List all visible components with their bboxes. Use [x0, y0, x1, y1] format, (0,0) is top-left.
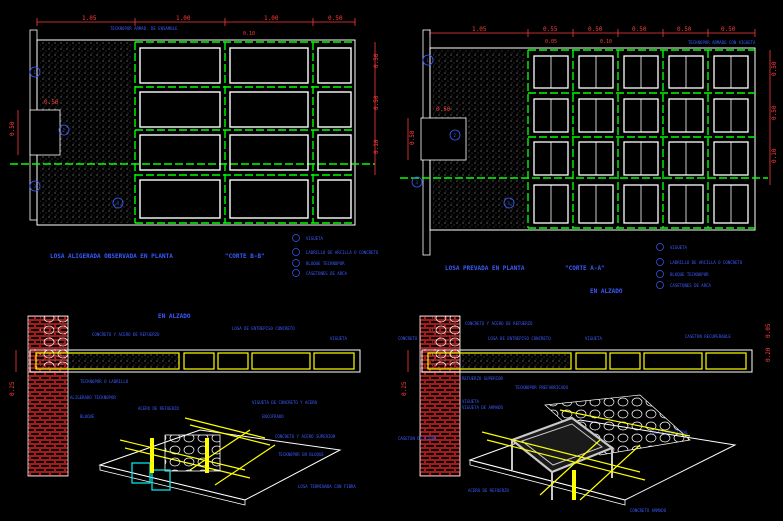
plan-cut: "CORTE B-B"	[225, 253, 265, 260]
plan-cut: "CORTE A-A"	[565, 265, 605, 272]
callout-11: TECKNOPOR EN BLOQUE	[278, 452, 324, 457]
dim-left: 0.50	[409, 130, 416, 145]
callout-1: CONCRETO Y ACERO DE REFUERZO	[92, 332, 160, 337]
marker-1: 1	[427, 58, 430, 63]
dim-top-5: 0.50	[677, 26, 692, 33]
legend-4: CASETONES DE ARCA	[670, 283, 712, 288]
callout-10: CONCRETO Y ACERO SUPERIOR	[275, 434, 336, 439]
elevation-title: EN ALZADO	[590, 288, 623, 295]
dim-top-4: 0.50	[328, 15, 343, 22]
dim-right-1: 0.50	[373, 53, 380, 68]
dim-left: 0.50	[9, 121, 16, 136]
dim-top-2: 1.00	[176, 15, 191, 22]
callout-3: LOSA DE ENTREPISO CONCRETO	[488, 336, 551, 341]
plan-prevada: 1.05 0.55 0.50 0.50 0.50 0.50 0.05 0.10 …	[400, 26, 778, 295]
dim-sub-2: 0.10	[600, 39, 612, 45]
callout-7: ACERO DE REFUERZO	[138, 406, 180, 411]
callout-6: REFUERZO SUPERIOR	[462, 376, 504, 381]
callout-top: TECKNOPOR ARMAD. DE ENSAMBLE	[110, 26, 178, 31]
callout-5: ALIGERADO TECKNOPOR	[70, 395, 116, 400]
callout-8: VIGUETA	[462, 399, 479, 404]
legend-2: LADRILLO DE ARCILLA O CONCRETO	[306, 250, 379, 255]
dim-top-1: 1.05	[472, 26, 487, 33]
callout-4: VIGUETA	[585, 336, 602, 341]
legend-1: VIGUETA	[670, 245, 687, 250]
dim-small: 0.50	[44, 99, 59, 106]
callout-5: CASETON RECUPERABLE	[685, 334, 731, 339]
dim-sub-1: 0.05	[545, 39, 557, 45]
legend-2: LADRILLO DE ARCILLA O CONCRETO	[670, 260, 743, 265]
dim-right-1: 0.05	[765, 323, 772, 338]
callout-2: CONCRETO Y ACERO DE REFUERZO	[465, 321, 533, 326]
dim-right-3: 0.10	[771, 148, 778, 163]
legend: VIGUETA LADRILLO DE ARCILLA O CONCRETO B…	[292, 234, 379, 277]
plan-title: LOSA PREVADA EN PLANTA	[445, 265, 525, 272]
marker-3: 3	[34, 184, 37, 189]
callout-12: LOSA TERMINADA CON FIBRA	[298, 484, 356, 489]
callout-8: VIGUETA DE CONCRETO Y ACERO	[252, 400, 318, 405]
legend-3: BLOQUE TECKNOPOR	[670, 272, 709, 277]
dim-right-3: 0.10	[373, 139, 380, 154]
dim-top-2: 0.55	[543, 26, 558, 33]
legend-3: BLOQUE TECKNOPOR	[306, 261, 345, 266]
dim-right-2: 0.50	[373, 95, 380, 110]
dim-top-1: 1.05	[82, 15, 97, 22]
legend-4: CASETONES DE ARCA	[306, 271, 348, 276]
section-aligerada: EN ALZADO 0.25 CONCRETO Y ACERO DE REFUE…	[9, 313, 361, 506]
dim: 0.25	[401, 381, 408, 396]
callout-4: TECKNOPOR O LADRILLO	[80, 379, 129, 384]
marker-4: 4	[508, 201, 511, 206]
plan-title: LOSA ALIGERADA OBSERVADA EN PLANTA	[50, 253, 173, 260]
callout-1: CONCRETO	[398, 336, 418, 341]
dim-top-3: 1.00	[264, 15, 279, 22]
callout-2: LOSA DE ENTREPISO CONCRETO	[232, 326, 295, 331]
callout-top: TECKNOPOR ARMADO CON VIGUETA	[688, 40, 756, 45]
callout-9: ENCOFRADO	[262, 414, 284, 419]
callout-7: TECKNOPOR PREFABRICADO	[515, 385, 569, 390]
callout-6: BLOQUE	[80, 414, 95, 419]
legend: VIGUETA LADRILLO DE ARCILLA O CONCRETO B…	[656, 243, 743, 289]
dim-top-4: 0.50	[632, 26, 647, 33]
callout-12: ACERO DE REFUERZO	[468, 488, 510, 493]
marker-4: 4	[117, 201, 120, 206]
dim-sub: 0.10	[243, 31, 255, 37]
marker-3: 3	[416, 180, 419, 185]
dim-top-6: 0.50	[721, 26, 736, 33]
section-prevada: 0.25 0.05 0.20 CONCRETO CONCRETO Y ACERO…	[398, 315, 772, 513]
dim: 0.25	[9, 381, 16, 396]
dim-top-3: 0.50	[588, 26, 603, 33]
dim-right-2: 0.50	[771, 105, 778, 120]
dim-small: 0.50	[436, 106, 451, 113]
marker-2: 2	[63, 128, 66, 133]
marker-1: 1	[34, 70, 37, 75]
section-title: EN ALZADO	[158, 313, 191, 320]
callout-13: CONCRETO ARMADO	[630, 508, 667, 513]
callout-11: CASETON DE FIBRA	[398, 436, 437, 441]
plan-aligerada: 1.05 1.00 1.00 0.50 0.10 TECKNOPOR ARMAD…	[9, 15, 380, 277]
callout-3: VIGUETA	[330, 336, 347, 341]
dim-right-1: 0.50	[771, 61, 778, 76]
legend-1: VIGUETA	[306, 236, 323, 241]
marker-2: 2	[454, 133, 457, 138]
dim-right-2: 0.20	[765, 347, 772, 362]
callout-9: VIGUETA DE ARMADO	[462, 405, 504, 410]
